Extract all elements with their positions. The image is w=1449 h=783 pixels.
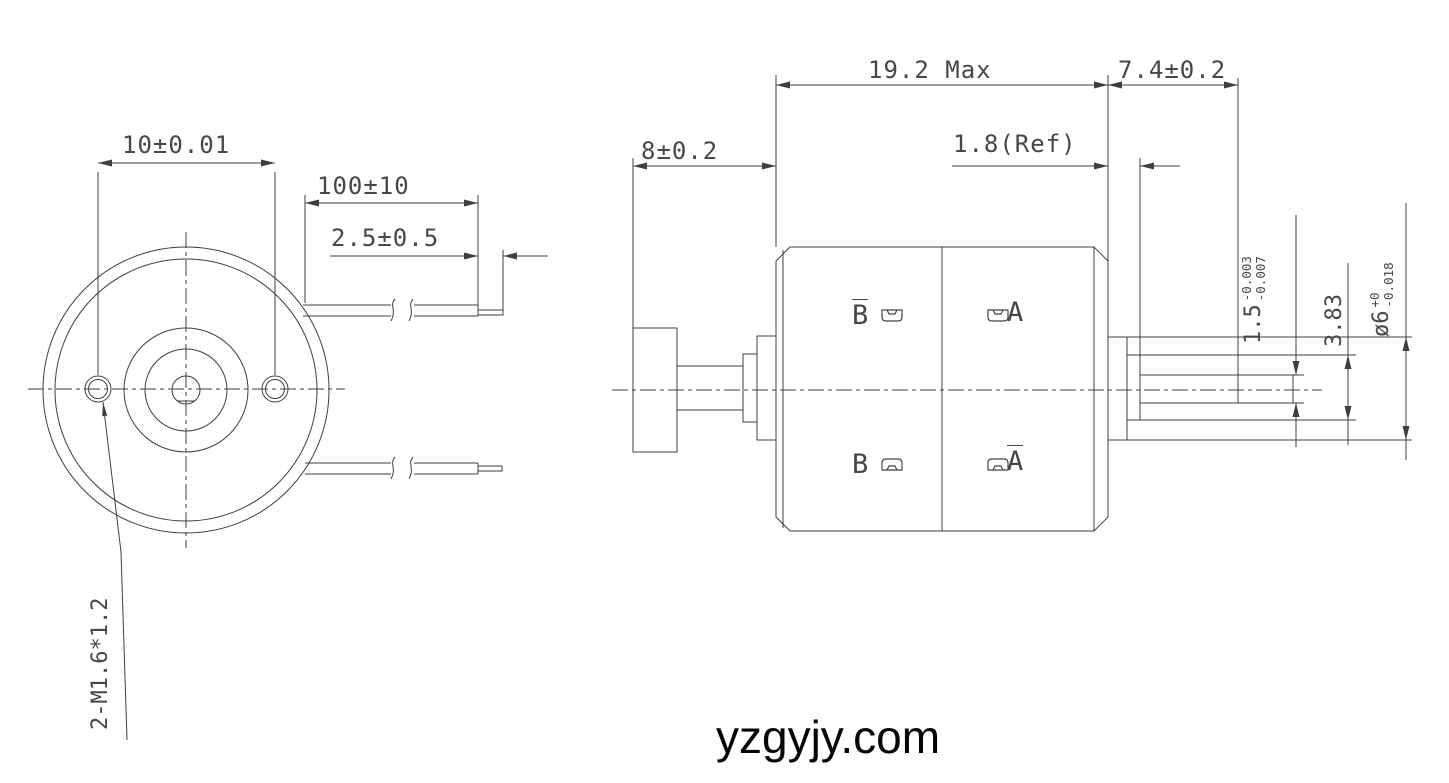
- lead-wire-bottom: [305, 456, 503, 480]
- dim-front-shaft-length: 7.4±0.2: [1118, 56, 1227, 84]
- output-shaft: [1140, 374, 1304, 404]
- coil-label-top-right: A: [1007, 297, 1024, 328]
- dim-shaft-flat-main: 1.5: [1241, 304, 1267, 344]
- coil-label-bottom-left: B: [852, 449, 869, 480]
- rear-pilot-ring: [756, 335, 777, 441]
- coil-label-top-left: B: [852, 299, 869, 331]
- dim-hole-spacing: 10±0.01: [122, 131, 231, 159]
- front-view: [28, 232, 504, 741]
- wire-stripped-tip-top: [477, 309, 504, 316]
- side-view: [612, 246, 1322, 532]
- dim-shaft-flat: 1.5-0.003-0.007: [1239, 256, 1268, 344]
- lead-wire-top: [303, 298, 504, 322]
- dim-lead-length: 100±10: [317, 172, 410, 200]
- dim-shaft-flat-tolerance: -0.003-0.007: [1239, 256, 1268, 302]
- rear-shaft: [677, 365, 743, 411]
- dim-rear-length: 8±0.2: [641, 137, 719, 165]
- front-hub-circle: [144, 348, 228, 432]
- dim-strip-length: 2.5±0.5: [331, 224, 440, 252]
- front-step-ring: [1126, 354, 1141, 421]
- coil-label-bottom-right: A: [1007, 445, 1024, 477]
- front-view-dimensions: [97, 159, 548, 375]
- dim-pilot-diameter: ø6+0-0.018: [1367, 262, 1396, 338]
- watermark-text: yzgyjy.com: [716, 711, 941, 763]
- front-centerlines: [28, 232, 345, 548]
- dim-pilot-diameter-tolerance: +0-0.018: [1367, 262, 1396, 308]
- side-view-dimensions: [632, 75, 1412, 460]
- thread-leader-line: [102, 401, 128, 741]
- dim-pilot-diameter-main: ø6: [1369, 310, 1395, 338]
- front-pilot-boss: [1107, 336, 1128, 441]
- thread-callout: 2-M1.6*1.2: [88, 597, 113, 730]
- rear-step-ring: [742, 353, 758, 423]
- dim-body-length: 19.2 Max: [868, 56, 992, 84]
- dim-step-diameter: 3.83: [1322, 294, 1347, 347]
- wire-stripped-tip-bottom: [477, 465, 503, 472]
- dim-pilot-length: 1.8(Ref): [953, 130, 1077, 158]
